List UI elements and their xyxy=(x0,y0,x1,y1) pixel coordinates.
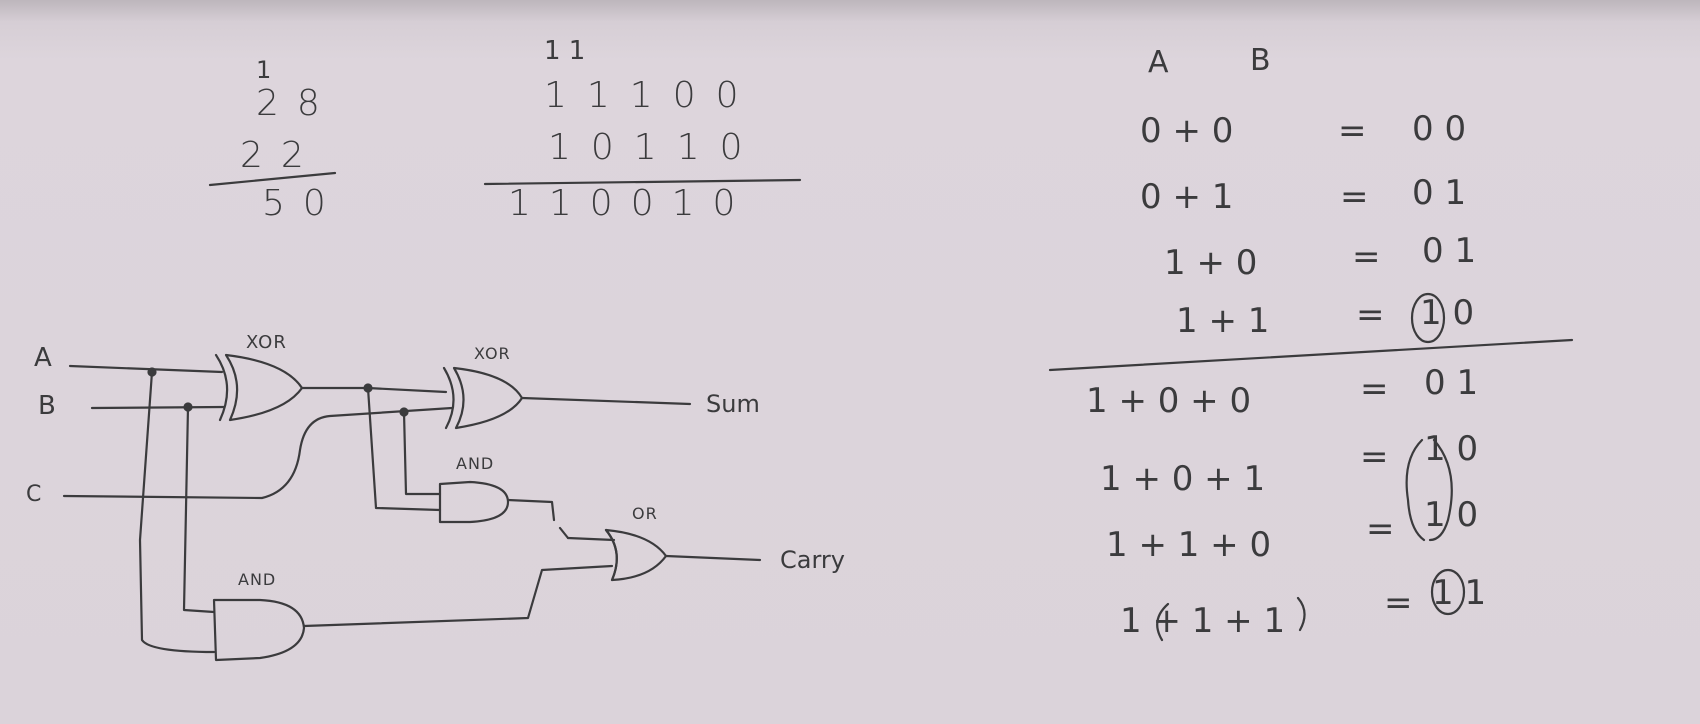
and-1-gate xyxy=(438,480,510,524)
wire-or-in-1 xyxy=(566,536,616,542)
truth-result: 0 1 xyxy=(1412,173,1467,213)
binary-addend-2: 10110 xyxy=(548,127,763,168)
label-and-1: AND xyxy=(456,454,495,473)
wire-xor1-tap xyxy=(366,386,442,512)
wire-b xyxy=(90,405,226,410)
wire-and2-out xyxy=(302,564,614,628)
truth-expr: 1 + 1 + 0 xyxy=(1106,525,1272,565)
truth-table-divider xyxy=(1048,338,1574,372)
wire-c-tap xyxy=(402,410,442,496)
label-sum-output: Sum xyxy=(706,390,760,418)
truth-expr: 1 + 0 xyxy=(1164,243,1258,283)
truth-eq: = xyxy=(1352,237,1381,277)
wire-c xyxy=(62,406,454,500)
truth-result: 0 1 xyxy=(1424,363,1479,403)
truth-eq: = xyxy=(1338,111,1367,151)
truth-eq: = xyxy=(1340,177,1369,217)
truth-eq: = xyxy=(1366,509,1395,549)
label-xor-1: XOR xyxy=(246,332,287,353)
truth-eq: = xyxy=(1360,437,1389,477)
carry-bracket xyxy=(1405,438,1453,542)
truth-eq: = xyxy=(1360,369,1389,409)
label-carry-output: Carry xyxy=(780,546,845,574)
truth-expr: 0 + 0 xyxy=(1140,111,1234,151)
wire-sum-out xyxy=(520,396,692,406)
truth-result: 0 1 xyxy=(1422,231,1477,271)
binary-sum-line xyxy=(483,178,802,186)
binary-carry: 1 1 xyxy=(544,36,586,66)
xor-2-back xyxy=(442,366,455,430)
bracket-marks xyxy=(1156,596,1306,642)
label-or: OR xyxy=(632,504,658,523)
decimal-sum-line xyxy=(208,171,337,187)
truth-result: 1 0 xyxy=(1424,429,1479,469)
truth-header-a: A xyxy=(1148,45,1169,80)
carry-circle-2 xyxy=(1430,568,1466,616)
truth-eq: = xyxy=(1356,295,1385,335)
xor-1-gate xyxy=(224,353,304,422)
decimal-carry: 1 xyxy=(256,56,272,84)
truth-header-b: B xyxy=(1250,43,1271,78)
label-input-b: B xyxy=(38,391,56,421)
truth-expr: 1 + 0 + 0 xyxy=(1086,381,1252,421)
xor-2-gate xyxy=(452,366,524,430)
decimal-result: 50 xyxy=(262,183,344,224)
label-xor-2: XOR xyxy=(474,344,511,363)
truth-result: 1 0 xyxy=(1424,495,1479,535)
truth-result: 0 0 xyxy=(1412,109,1467,149)
truth-result: 1 1 xyxy=(1432,573,1487,613)
decimal-addend-2: 22 xyxy=(240,135,322,176)
label-and-2: AND xyxy=(238,570,277,589)
truth-expr: 1 + 1 xyxy=(1176,301,1270,341)
wire-a-tap xyxy=(138,370,216,654)
xor-1-back xyxy=(214,353,229,422)
truth-expr: 1 + 0 + 1 xyxy=(1100,459,1266,499)
binary-result: 110010 xyxy=(508,183,754,224)
wire-carry-out xyxy=(664,554,762,562)
wire-b-tap xyxy=(182,405,216,614)
and-2-gate xyxy=(212,598,306,662)
wire-and1-out xyxy=(506,498,570,540)
label-input-c: C xyxy=(26,482,42,507)
wire-a xyxy=(68,364,224,374)
truth-result: 1 0 xyxy=(1420,293,1475,333)
carry-circle-1 xyxy=(1410,292,1446,344)
decimal-addend-1: 28 xyxy=(256,83,338,124)
truth-expr: 1 + 1 + 1 xyxy=(1120,601,1286,641)
label-input-a: A xyxy=(34,343,52,373)
truth-expr: 0 + 1 xyxy=(1140,177,1234,217)
truth-eq: = xyxy=(1384,583,1413,623)
binary-addend-1: 11100 xyxy=(544,75,759,116)
wire-xor1-out xyxy=(300,386,448,394)
or-gate xyxy=(604,528,668,582)
